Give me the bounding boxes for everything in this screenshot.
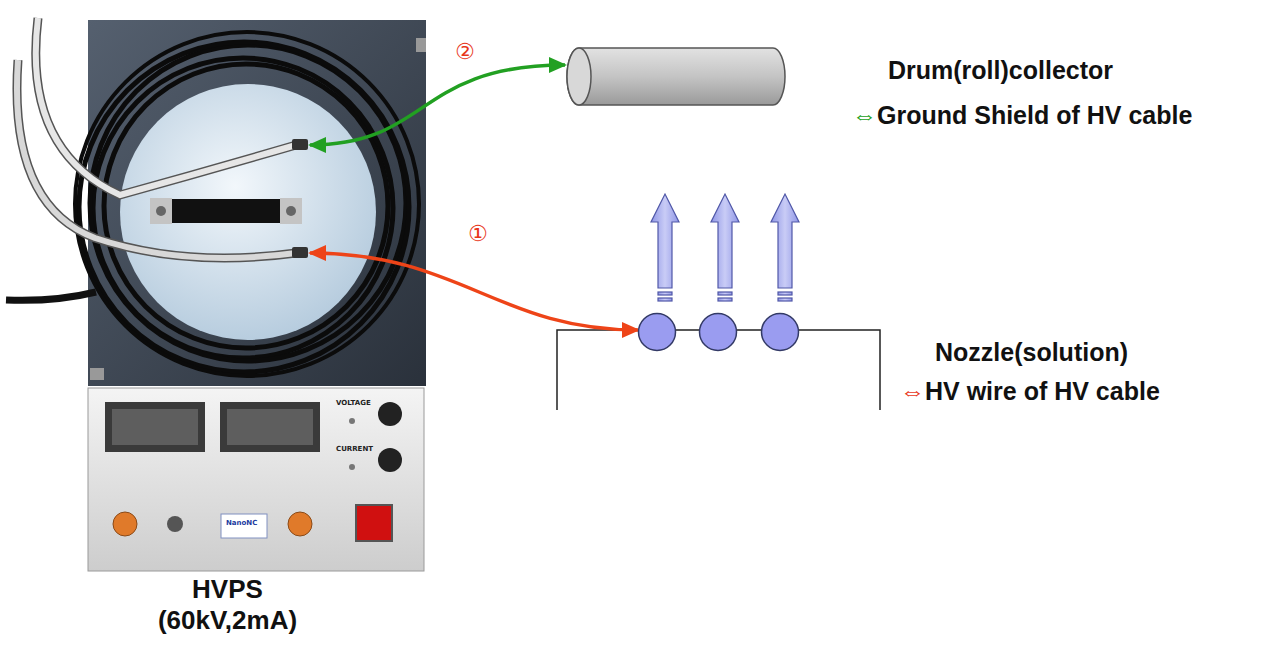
front-panel — [88, 388, 424, 571]
hv-cable — [17, 60, 296, 258]
bolt — [156, 206, 166, 216]
equivalence-sign: ⇔ — [900, 377, 925, 405]
drum-collector: Drum(roll)collector ⇔Ground Shield of HV … — [565, 40, 1197, 134]
cable-coil — [75, 32, 419, 376]
drum-end — [567, 48, 591, 105]
equivalence-sign: ⇔ — [852, 101, 877, 129]
rect-part — [718, 292, 732, 295]
cable-clip — [292, 139, 308, 150]
nozzle-tip — [700, 314, 737, 351]
circle-part — [79, 42, 409, 372]
display-window — [227, 409, 313, 445]
display — [105, 402, 205, 452]
circle-part — [90, 45, 406, 361]
node-note: ⇔HV wire of HV cable — [900, 376, 1160, 406]
hv-module-disc — [120, 84, 376, 340]
ground-cable — [36, 18, 296, 195]
display — [220, 402, 320, 452]
cable-arrow — [310, 253, 638, 330]
rect-part — [718, 298, 732, 301]
arrow-head — [711, 194, 739, 288]
rect-part — [658, 298, 672, 301]
node-title: Drum(roll)collector — [888, 55, 1113, 85]
connector — [90, 368, 104, 380]
button — [288, 512, 312, 536]
arrow-head — [651, 194, 679, 288]
callout-number: ① — [468, 222, 488, 246]
small-knob — [167, 516, 183, 532]
knob — [378, 402, 402, 426]
nozzle-row: Nozzle(solution) ⇔HV wire of HV cable — [638, 312, 1164, 410]
brand-label: NanoNC — [226, 520, 257, 528]
button — [113, 512, 137, 536]
hv-cable-core — [17, 60, 296, 258]
handle-bracket — [150, 198, 172, 224]
note-text: Ground Shield of HV cable — [877, 101, 1192, 129]
hv-handle — [150, 199, 302, 223]
power-supply: HVPS (60kV,2mA) — [145, 18, 310, 640]
knob — [378, 448, 402, 472]
callout-number: ② — [455, 40, 475, 64]
panel-label: CURRENT — [336, 446, 373, 454]
circle-part — [75, 32, 419, 376]
panel-label: VOLTAGE — [336, 400, 371, 408]
connector — [416, 38, 426, 52]
node-title: HVPS (60kV,2mA) — [145, 574, 310, 636]
nozzle-tip — [639, 314, 676, 351]
power-switch — [356, 505, 392, 541]
output-cable — [6, 292, 96, 300]
rect-part — [658, 292, 672, 295]
led — [349, 418, 355, 424]
jet-arrows — [651, 194, 799, 301]
circle-part — [104, 64, 388, 348]
led — [349, 464, 355, 470]
rect-part — [778, 292, 792, 295]
handle-bracket — [280, 198, 302, 224]
nozzle-tip — [762, 314, 799, 351]
drum-body — [567, 48, 785, 105]
display-window — [112, 409, 198, 445]
rect-part — [778, 298, 792, 301]
bolt — [286, 206, 296, 216]
cable-clip — [292, 247, 308, 258]
note-text: HV wire of HV cable — [925, 377, 1160, 405]
sticker — [221, 514, 267, 538]
ground-cable-core — [36, 18, 296, 195]
cable-arrow — [310, 65, 565, 145]
node-note: ⇔Ground Shield of HV cable — [852, 100, 1192, 130]
node-title: Nozzle(solution) — [935, 337, 1128, 367]
arrow-head — [771, 194, 799, 288]
